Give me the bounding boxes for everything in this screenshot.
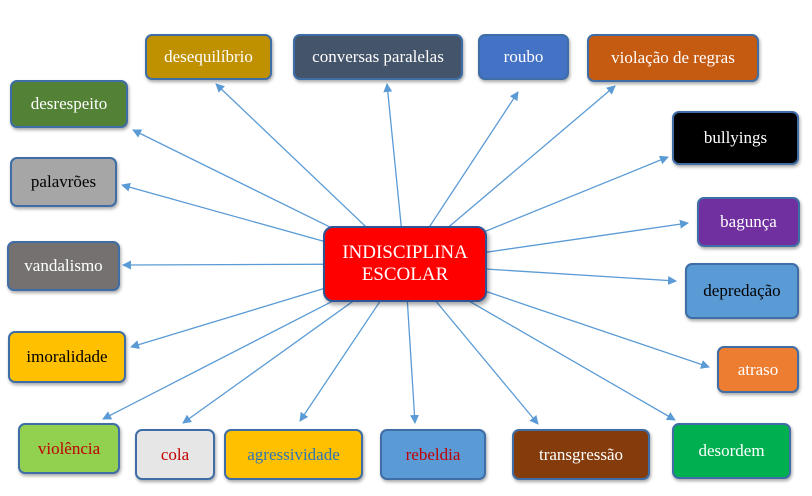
concept-node-depredacao: depredação <box>685 263 799 319</box>
concept-node-rebeldia: rebeldia <box>380 429 486 480</box>
central-concept-box: INDISCIPLINA ESCOLAR <box>323 226 487 302</box>
concept-node-cola: cola <box>135 429 215 480</box>
concept-node-imoralidade: imoralidade <box>8 331 126 383</box>
concept-node-agressividade: agressividade <box>224 429 363 480</box>
concept-label: imoralidade <box>26 347 108 367</box>
concept-node-roubo: roubo <box>478 34 569 80</box>
concept-label: bullyings <box>703 128 768 148</box>
concept-label: cola <box>160 444 190 464</box>
concept-node-desordem: desordem <box>672 423 791 479</box>
concept-node-atraso: atraso <box>717 346 799 393</box>
concept-node-palavroes: palavrões <box>10 157 117 207</box>
concept-node-transgressao: transgressão <box>512 429 650 480</box>
concept-label: atraso <box>737 359 779 379</box>
concept-node-desequilibrio: desequilíbrio <box>145 34 272 80</box>
concept-label: agressividade <box>247 444 340 464</box>
concept-label: desrespeito <box>30 94 108 114</box>
concept-label: palavrões <box>30 172 97 192</box>
concept-label: violência <box>37 438 101 458</box>
concept-label: roubo <box>503 47 544 67</box>
concept-node-violacao-de-regras: violação de regras <box>587 34 759 82</box>
concept-node-bullyings: bullyings <box>672 111 799 165</box>
central-concept-label: INDISCIPLINA ESCOLAR <box>342 242 468 285</box>
concept-node-baguncca: bagunça <box>697 197 800 247</box>
concept-label: depredação <box>703 281 781 301</box>
concept-node-violencia: violência <box>18 423 120 474</box>
concept-label: desordem <box>698 441 765 461</box>
concept-node-conversas-paralelas: conversas paralelas <box>293 34 463 80</box>
concept-label: desequilíbrio <box>164 47 253 67</box>
concept-label: bagunça <box>720 212 777 232</box>
concept-label: rebeldia <box>405 444 461 464</box>
concept-node-desrespeito: desrespeito <box>10 80 128 128</box>
concept-label: transgressão <box>538 444 624 464</box>
concept-label: violação de regras <box>611 48 735 68</box>
concept-label: vandalismo <box>24 256 103 276</box>
concept-node-vandalismo: vandalismo <box>7 241 120 291</box>
concept-label: conversas paralelas <box>312 47 444 67</box>
